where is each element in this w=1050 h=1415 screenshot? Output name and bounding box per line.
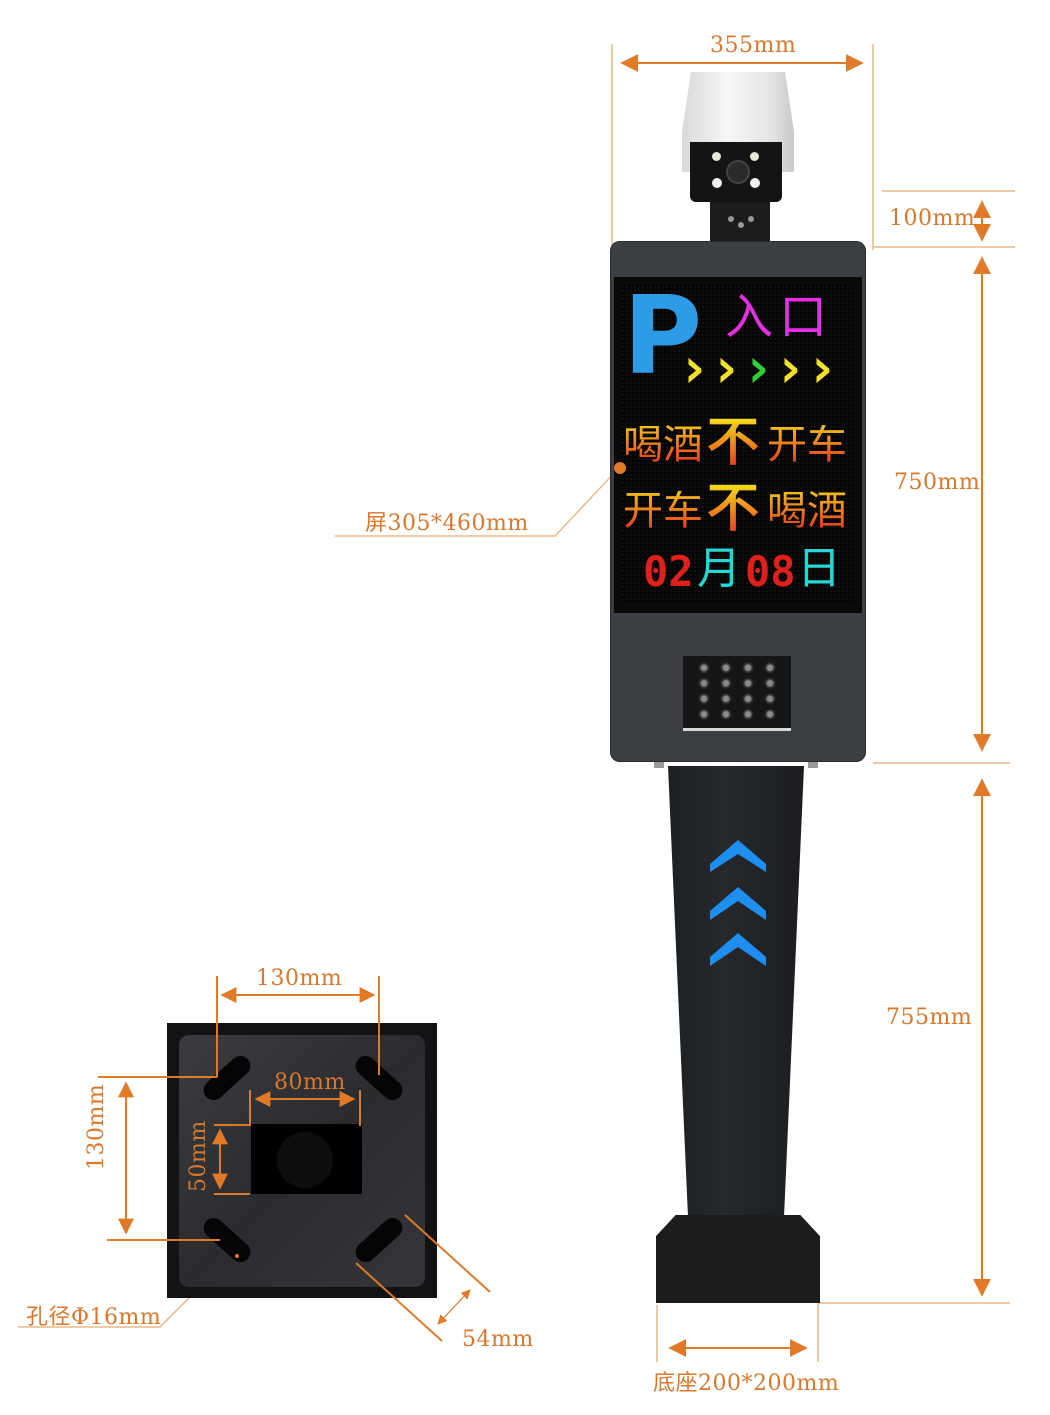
column-base [656,1215,820,1303]
camera [680,72,798,247]
arrow-icon: › [741,336,775,401]
arrow-icon: › [709,336,743,401]
camera-lens-icon [726,160,750,184]
arrow-icon: › [773,336,807,401]
width-dimension-label: 355mm [710,33,797,58]
screw-icon [654,762,664,768]
direction-arrows: › › › › › [677,341,847,397]
slot-length-label: 54mm [462,1327,534,1352]
parking-symbol: P [623,285,703,399]
screen-size-label: 屏305*460mm [365,511,529,536]
hole-spacing-v-label: 130mm [84,1083,109,1170]
date-display: 02 月 08 日 [643,543,841,596]
arrow-icon: › [677,336,711,401]
camera-face [690,142,782,202]
slogan-line-1: 喝酒 不 开车 [623,413,847,473]
hole-spacing-h-label: 130mm [256,966,343,991]
ir-light-panel [683,656,791,731]
camera-bracket [710,202,770,247]
cabinet-height-label: 750mm [894,470,981,495]
slogan-line-2: 开车 不 喝酒 [623,479,847,539]
base-plate [167,1023,437,1298]
opening-height-label: 50mm [186,1120,211,1192]
hole-diameter-label: 孔径Φ16mm [26,1305,162,1330]
center-opening [251,1124,362,1194]
screw-icon [808,762,818,768]
base-size-label: 底座200*200mm [653,1371,840,1396]
arrow-icon: › [805,336,839,401]
led-screen: P 入口 › › › › › 喝酒 不 开车 开车 不 喝酒 02 月 08 日 [621,285,853,603]
opening-width-label: 80mm [274,1070,346,1095]
camera-height-label: 100mm [889,206,976,231]
column-height-label: 755mm [886,1005,973,1030]
entry-label: 入口 [725,289,834,345]
